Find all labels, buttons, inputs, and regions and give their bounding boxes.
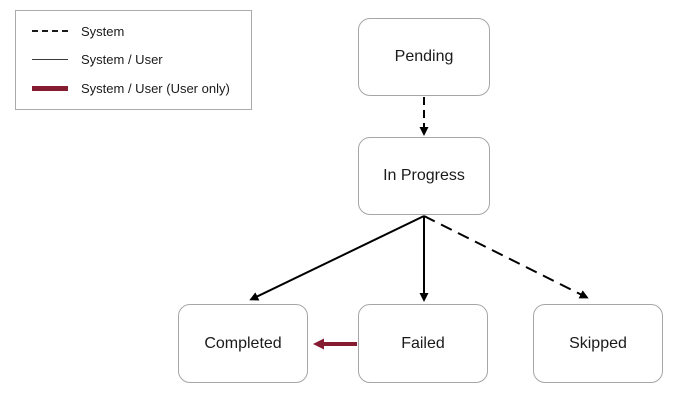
node-skipped: Skipped: [533, 304, 663, 383]
node-failed: Failed: [358, 304, 488, 383]
edge-in-progress-to-completed: [249, 215, 425, 301]
node-pending: Pending: [358, 18, 490, 96]
maroon-line-swatch: [32, 86, 68, 92]
legend-item-system-user: System / User: [32, 52, 243, 67]
legend-item-system: System: [32, 24, 243, 39]
legend-label: System / User: [81, 52, 163, 68]
legend-item-user-only: System / User (User only): [32, 81, 243, 96]
legend-label: System: [81, 23, 125, 39]
legend-label: System / User (User only): [81, 81, 230, 97]
dashed-line-swatch: [32, 30, 68, 33]
node-in-progress: In Progress: [358, 137, 490, 215]
legend: System System / User System / User (User…: [15, 10, 252, 110]
solid-line-swatch: [32, 59, 68, 61]
edge-in-progress-to-skipped: [423, 215, 589, 299]
node-completed: Completed: [178, 304, 308, 383]
